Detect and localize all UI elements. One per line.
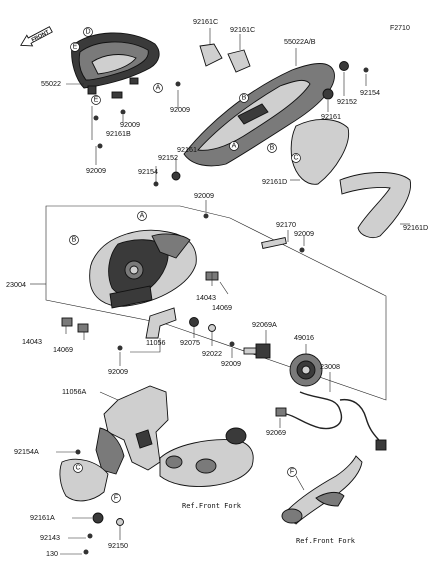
callout-e-2: E	[91, 95, 101, 105]
callout-f-2: F	[287, 467, 297, 477]
callout-d: D	[83, 27, 93, 37]
bracket-strip	[261, 237, 287, 249]
headlight-stay	[59, 385, 169, 502]
label-92161d-right: 92161D	[403, 223, 428, 232]
label-92009-b: 92009	[120, 120, 140, 129]
label-92022: 92022	[202, 349, 222, 358]
label-92009-a: 92009	[170, 105, 190, 114]
label-92069a: 92069A	[252, 320, 277, 329]
label-92161b: 92161B	[106, 129, 131, 138]
label-92069: 92069	[266, 428, 286, 437]
svg-text:B: B	[270, 145, 275, 152]
svg-text:D: D	[85, 29, 90, 36]
label-55022: 55022	[41, 79, 61, 88]
label-92154: 92154	[138, 167, 158, 176]
handle-bracket	[281, 455, 363, 525]
ref-front-fork-1: Ref.Front Fork	[182, 502, 242, 510]
assembly-frame	[45, 205, 387, 401]
svg-text:A: A	[232, 143, 237, 150]
grommet-icon	[153, 61, 369, 187]
wire-harness	[275, 391, 387, 451]
label-55022ab: 55022A/B	[284, 37, 316, 46]
label-92009-c: 92009	[86, 166, 106, 175]
svg-text:F: F	[290, 469, 294, 476]
side-cowl-pads	[199, 43, 251, 73]
diagram-code: F2710	[390, 25, 410, 32]
label-92161c-b: 92161C	[230, 25, 255, 34]
label-92009-f: 92009	[221, 359, 241, 368]
svg-text:E: E	[94, 97, 99, 104]
label-92075: 92075	[180, 338, 200, 347]
position-lamp	[289, 353, 323, 387]
label-92009-d: 92009	[194, 191, 214, 200]
label-130: 130	[46, 549, 58, 558]
mount-bracket	[145, 307, 216, 339]
callout-a-3: A	[137, 211, 147, 221]
side-panel	[290, 119, 350, 185]
ref-front-fork-2: Ref.Front Fork	[296, 537, 356, 545]
label-92154-top: 92154	[360, 88, 380, 97]
fork-upper-clamp	[159, 427, 254, 487]
label-92152: 92152	[158, 153, 178, 162]
svg-text:C: C	[293, 155, 298, 162]
label-92152-top: 92152	[337, 97, 357, 106]
callout-b-2: B	[239, 93, 249, 103]
label-49016: 49016	[294, 333, 314, 342]
label-14043-b: 14043	[22, 337, 42, 346]
callout-e: E	[70, 42, 80, 52]
rubber-grommet-icon	[75, 449, 124, 555]
label-92161d: 92161D	[262, 177, 287, 186]
callout-c-2: C	[73, 463, 83, 473]
bulb-socket	[243, 343, 271, 359]
label-23004: 23004	[6, 280, 26, 289]
label-92161: 92161	[177, 145, 197, 154]
label-14069-b: 14069	[53, 345, 73, 354]
label-92170: 92170	[276, 220, 296, 229]
label-92161-top: 92161	[321, 112, 341, 121]
svg-text:C: C	[75, 465, 80, 472]
callout-c: C	[291, 153, 301, 163]
label-14043-a: 14043	[196, 293, 216, 302]
callout-b-3: B	[69, 235, 79, 245]
svg-text:B: B	[72, 237, 77, 244]
callout-a: A	[153, 83, 163, 93]
upper-cowl	[183, 63, 335, 167]
label-92161a: 92161A	[30, 513, 55, 522]
label-92154a: 92154A	[14, 447, 39, 456]
callout-a-2: A	[229, 141, 239, 151]
label-92009-g: 92009	[108, 367, 128, 376]
screw-icon	[117, 213, 305, 351]
svg-text:E: E	[73, 44, 78, 51]
lower-trim-strip	[339, 172, 411, 239]
front-arrow-icon: FRONT	[20, 26, 53, 47]
label-11056: 11056	[146, 338, 165, 347]
label-92143: 92143	[40, 533, 60, 542]
svg-text:A: A	[140, 213, 145, 220]
headlight-unit	[89, 229, 197, 309]
windshield-assembly	[71, 32, 160, 99]
callout-b: B	[267, 143, 277, 153]
label-23008: 23008	[320, 362, 340, 371]
label-92161c-a: 92161C	[193, 17, 218, 26]
callout-f: F	[111, 493, 121, 503]
label-92009-e: 92009	[294, 229, 314, 238]
bolt-icon	[93, 81, 181, 149]
svg-text:B: B	[242, 95, 247, 102]
svg-text:F: F	[114, 495, 118, 502]
label-14069-a: 14069	[212, 303, 232, 312]
svg-text:A: A	[156, 85, 161, 92]
label-92150: 92150	[108, 541, 128, 550]
label-11056a: 11056A	[62, 387, 86, 396]
